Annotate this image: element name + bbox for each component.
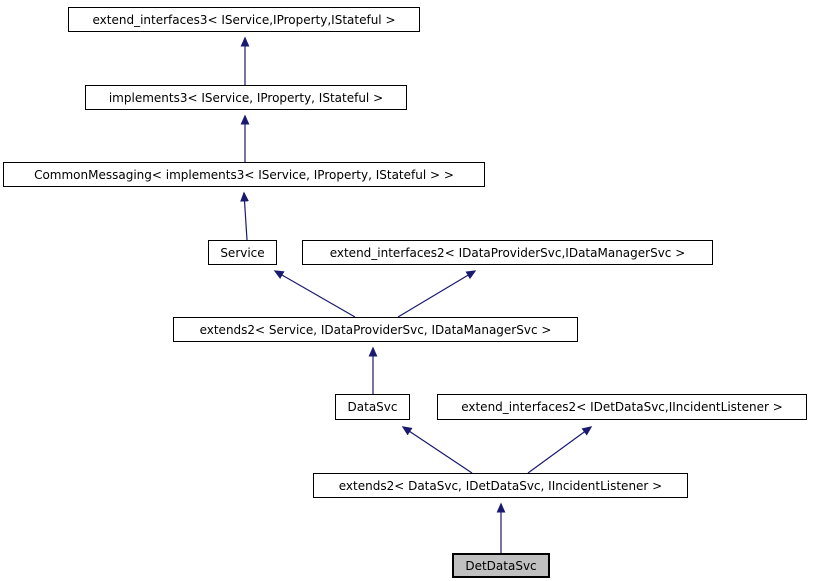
arrow-service-to-commonmessaging (240, 191, 249, 241)
node-datasvc[interactable]: DataSvc (335, 394, 410, 420)
node-extend-interfaces2-detdatasvc[interactable]: extend_interfaces2< IDetDataSvc,IInciden… (437, 394, 807, 420)
node-extend-interfaces3[interactable]: extend_interfaces3< IService,IProperty,I… (68, 7, 420, 32)
arrow-extends2datasvc-to-extend-interfaces2det (527, 426, 593, 474)
node-commonmessaging[interactable]: CommonMessaging< implements3< IService, … (3, 162, 485, 187)
node-extend-interfaces2-dataprovider[interactable]: extend_interfaces2< IDataProviderSvc,IDa… (302, 240, 713, 265)
arrow-extends2service-to-extend-interfaces2 (397, 270, 477, 318)
arrow-extends2service-to-service (273, 270, 356, 318)
arrow-extends2datasvc-to-datasvc (401, 426, 473, 474)
node-implements3[interactable]: implements3< IService, IProperty, IState… (85, 85, 407, 110)
node-service[interactable]: Service (208, 240, 277, 265)
node-extends2-datasvc[interactable]: extends2< DataSvc, IDetDataSvc, IInciden… (313, 473, 688, 498)
node-detdatasvc-current: DetDataSvc (452, 553, 550, 578)
node-extends2-service[interactable]: extends2< Service, IDataProviderSvc, IDa… (173, 317, 578, 342)
